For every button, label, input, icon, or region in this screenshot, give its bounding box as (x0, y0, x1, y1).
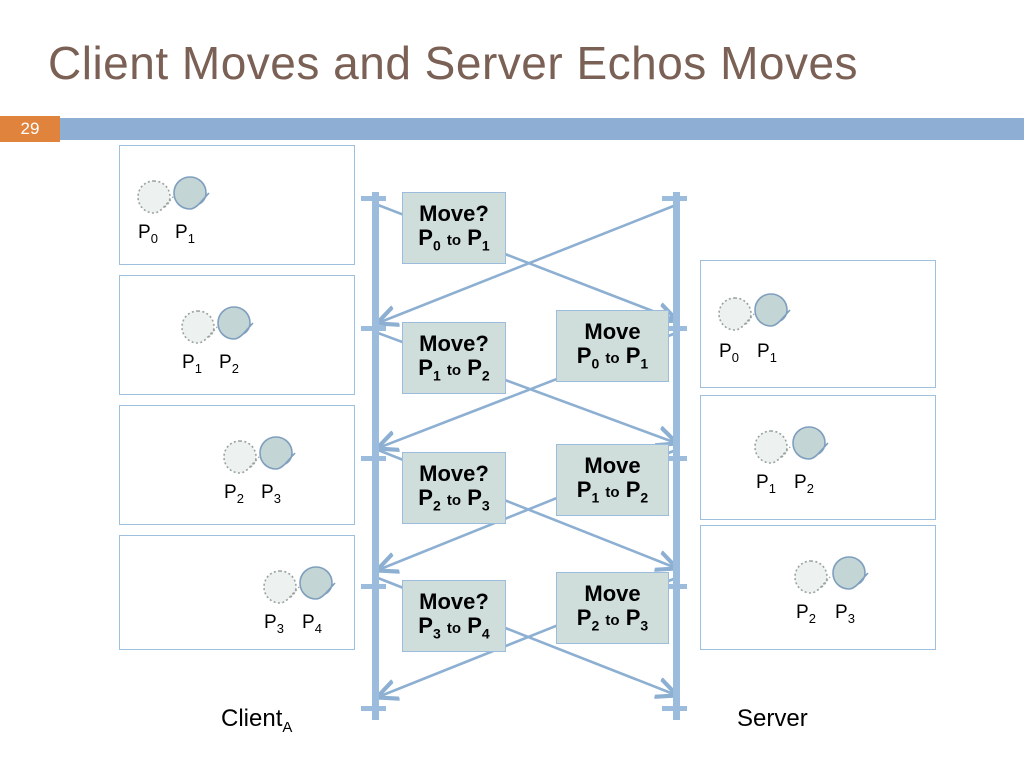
message-transition: P1 to P2 (576, 477, 649, 506)
ghost-piece-icon (260, 568, 300, 606)
ghost-piece-label: P0 (138, 222, 158, 246)
active-piece-icon (829, 554, 869, 592)
client-timeline-tick (361, 456, 386, 461)
active-piece-icon (789, 424, 829, 462)
active-piece-label: P1 (757, 341, 777, 365)
client-state-panel-1: P0 P1 (119, 145, 355, 265)
active-piece-label: P3 (261, 482, 281, 506)
server-state-panel-3: P2 P3 (700, 525, 936, 650)
ghost-piece-icon (791, 558, 831, 596)
page-title: Client Moves and Server Echos Moves (48, 37, 859, 89)
server-timeline-tick (662, 326, 687, 331)
ghost-piece-label: P1 (182, 352, 202, 376)
message-title: Move? (419, 330, 489, 356)
slide-number-badge: 29 (0, 116, 60, 142)
client-timeline-tick (361, 584, 386, 589)
request-message-box-4[interactable]: Move? P3 to P4 (402, 580, 506, 652)
echo-message-box-2[interactable]: Move P1 to P2 (556, 444, 669, 516)
ghost-piece-icon (715, 295, 755, 333)
message-transition: P2 to P3 (576, 605, 649, 634)
server-timeline-tick (662, 584, 687, 589)
message-transition: P1 to P2 (418, 355, 490, 384)
active-piece-label: P1 (175, 222, 195, 246)
ghost-piece-label: P3 (264, 612, 284, 636)
message-transition: P0 to P1 (418, 225, 490, 254)
active-piece-label: P3 (835, 602, 855, 626)
client-timeline-tick (361, 706, 386, 711)
active-piece-icon (296, 564, 336, 602)
echo-message-box-3[interactable]: Move P2 to P3 (556, 572, 669, 644)
echo-message-box-1[interactable]: Move P0 to P1 (556, 310, 669, 382)
ghost-piece-icon (751, 428, 791, 466)
message-title: Move (584, 318, 641, 344)
active-piece-label: P4 (302, 612, 322, 636)
message-title: Move? (419, 200, 489, 226)
ghost-piece-icon (220, 438, 260, 476)
message-title: Move (584, 452, 641, 478)
message-title: Move (584, 580, 641, 606)
server-state-panel-1: P0 P1 (700, 260, 936, 388)
message-title: Move? (419, 460, 489, 486)
client-endpoint-label: ClientA (221, 705, 293, 736)
client-state-panel-2: P1 P2 (119, 275, 355, 395)
server-endpoint-label: Server (737, 705, 808, 732)
ghost-piece-label: P2 (224, 482, 244, 506)
active-piece-icon (256, 434, 296, 472)
message-transition: P2 to P3 (418, 485, 490, 514)
request-message-box-3[interactable]: Move? P2 to P3 (402, 452, 506, 524)
message-transition: P3 to P4 (418, 613, 490, 642)
request-message-box-1[interactable]: Move? P0 to P1 (402, 192, 506, 264)
request-message-box-2[interactable]: Move? P1 to P2 (402, 322, 506, 394)
server-state-panel-2: P1 P2 (700, 395, 936, 520)
message-transition: P0 to P1 (576, 343, 649, 372)
active-piece-icon (214, 304, 254, 342)
active-piece-icon (170, 174, 210, 212)
message-title: Move? (419, 588, 489, 614)
ghost-piece-label: P1 (756, 472, 776, 496)
server-timeline-tick (662, 706, 687, 711)
ghost-piece-label: P0 (719, 341, 739, 365)
active-piece-label: P2 (219, 352, 239, 376)
active-piece-label: P2 (794, 472, 814, 496)
header-bar (60, 118, 1024, 140)
server-timeline-tick (662, 196, 687, 201)
client-timeline-tick (361, 196, 386, 201)
client-state-panel-3: P2 P3 (119, 405, 355, 525)
client-timeline-tick (361, 326, 386, 331)
client-state-panel-4: P3 P4 (119, 535, 355, 650)
ghost-piece-icon (134, 178, 174, 216)
ghost-piece-label: P2 (796, 602, 816, 626)
server-timeline-tick (662, 456, 687, 461)
active-piece-icon (751, 291, 791, 329)
ghost-piece-icon (178, 308, 218, 346)
